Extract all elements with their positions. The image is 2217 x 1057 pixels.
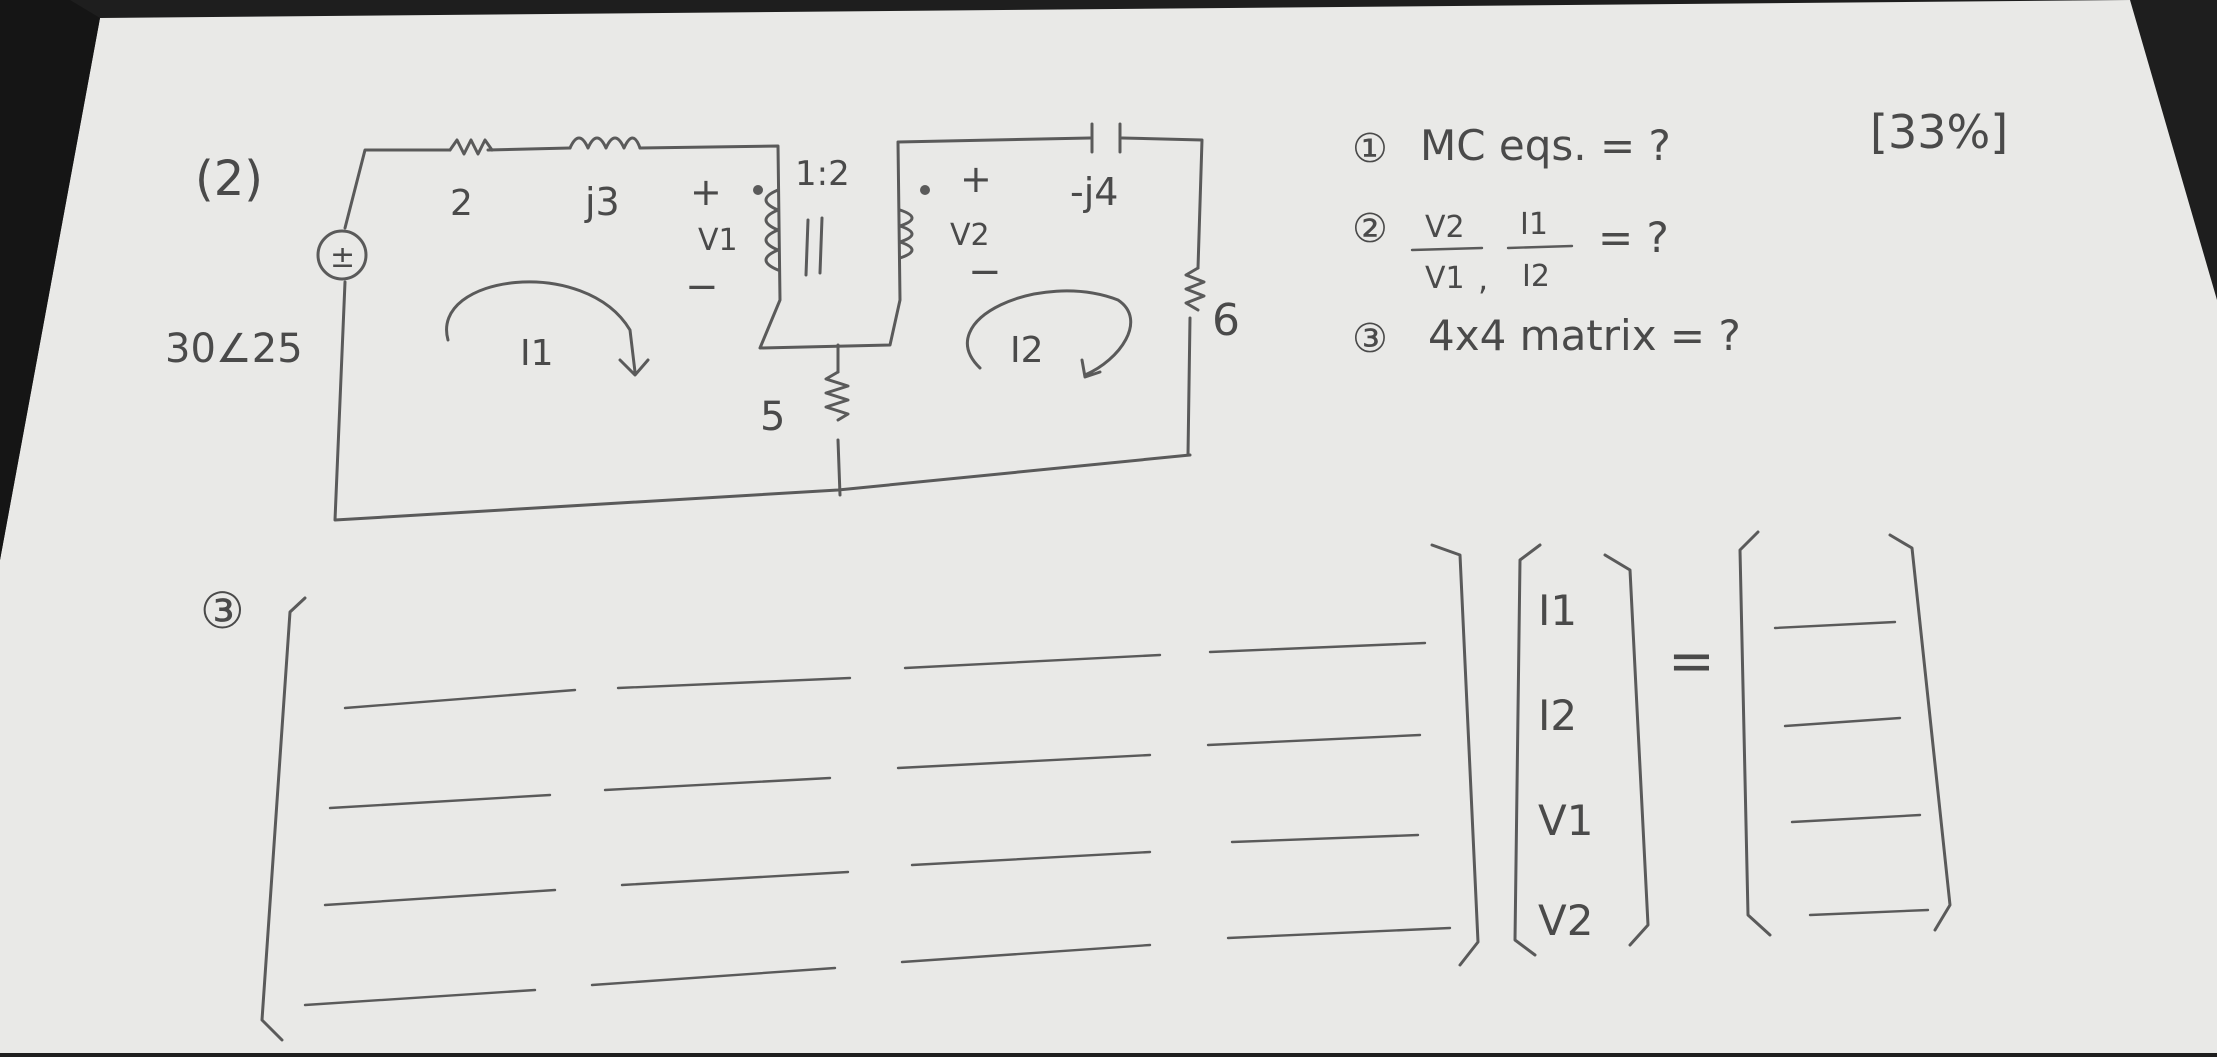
- loop-current-1-label: I1: [520, 333, 554, 374]
- resistor-5-label: 5: [760, 394, 785, 440]
- paper-shadow: [0, 0, 100, 560]
- problem-number: (2): [195, 151, 263, 207]
- matrix-cell-r4c4: [1226, 926, 1452, 940]
- ratio-separator: ,: [1478, 260, 1488, 298]
- problem-weight: [33%]: [1870, 105, 2008, 159]
- voltage-source-sign: ±: [330, 240, 355, 275]
- result-bracket-left: [1738, 530, 1772, 937]
- v2-label: V2: [950, 218, 990, 253]
- v1-plus: +: [690, 170, 722, 214]
- question-1-mark: ①: [1352, 126, 1388, 172]
- ratio-v-bar: [1410, 246, 1484, 252]
- wire-left-bottom: [333, 280, 1192, 522]
- unknown-v1: V1: [1538, 796, 1593, 845]
- coefficient-bracket-left: [260, 596, 307, 1042]
- matrix-part-label: ③: [200, 582, 245, 640]
- matrix-cell-r2c1: [328, 793, 552, 810]
- ratio-i-bar: [1506, 244, 1574, 250]
- matrix-cell-r2c2: [603, 776, 832, 792]
- matrix-cell-r3c2: [620, 870, 850, 887]
- unknown-v2: V2: [1538, 896, 1593, 945]
- circuit-diagram: ± 30∠25 2 j3 1:2 + V1 − + V2 − -j4 6 5: [165, 122, 1240, 522]
- wire-top-a: [486, 146, 572, 152]
- v2-minus: −: [968, 249, 1002, 295]
- result-bracket-right: [1888, 533, 1952, 932]
- matrix-cell-r4c1: [303, 988, 537, 1007]
- unknowns-bracket-left: [1513, 543, 1542, 957]
- matrix-section: ③ I1 I2 V1 V2 =: [200, 530, 1952, 1042]
- equals-sign: =: [1668, 629, 1715, 694]
- wire-center-bottom: [836, 438, 842, 497]
- matrix-cell-r1c2: [616, 676, 852, 690]
- ratio-v-denominator: V1: [1425, 261, 1465, 296]
- loop-current-1-arrow: [445, 280, 650, 377]
- resistor-6-symbol: [1184, 266, 1206, 312]
- v1-minus: −: [685, 264, 719, 310]
- matrix-cell-r3c1: [323, 888, 557, 907]
- unknowns-bracket-right: [1603, 553, 1650, 947]
- ratio-i-denominator: I2: [1522, 259, 1550, 294]
- wire-left-top: [343, 148, 452, 230]
- matrix-cell-r3c3: [910, 850, 1152, 867]
- matrix-cell-r2c4: [1206, 733, 1422, 747]
- matrix-cell-r4c3: [900, 943, 1152, 964]
- loop-current-2-label: I2: [1010, 330, 1044, 371]
- result-cell-4: [1808, 908, 1930, 917]
- unknown-i2: I2: [1538, 691, 1577, 740]
- matrix-cell-r1c3: [903, 653, 1162, 670]
- matrix-cell-r1c4: [1208, 641, 1427, 654]
- transformer-ratio: 1:2: [795, 154, 850, 194]
- resistor-2-symbol: [448, 138, 494, 156]
- matrix-cell-r2c3: [896, 753, 1152, 770]
- ratio-v-numerator: V2: [1425, 210, 1465, 245]
- ratio-i-numerator: I1: [1520, 207, 1548, 242]
- wire-right-lower: [1186, 316, 1192, 457]
- question-1-text: MC eqs. = ?: [1420, 121, 1671, 170]
- v2-plus: +: [960, 157, 992, 201]
- transformer-secondary-coil: [898, 208, 914, 260]
- result-cell-1: [1773, 620, 1897, 630]
- result-cell-2: [1783, 716, 1902, 728]
- matrix-cell-r4c2: [590, 966, 837, 987]
- resistor-2-label: 2: [450, 183, 473, 224]
- question-2-mark: ②: [1352, 206, 1388, 252]
- loop-current-2-arrow: [965, 289, 1133, 379]
- primary-dot: [753, 185, 763, 195]
- wire-top-right: [1120, 136, 1204, 270]
- voltage-source-value: 30∠25: [165, 326, 303, 372]
- matrix-cell-r3c4: [1230, 833, 1420, 844]
- question-3-mark: ③: [1352, 316, 1388, 362]
- transformer-core-line-2: [818, 216, 824, 275]
- transformer-core-line-1: [804, 218, 810, 277]
- matrix-cell-r1c1: [343, 688, 577, 710]
- v1-label: V1: [698, 223, 738, 258]
- voltage-source-symbol: [316, 229, 368, 281]
- question-2-text: = ?: [1598, 213, 1669, 262]
- transformer-primary-coil: [764, 188, 780, 272]
- resistor-6-label: 6: [1212, 295, 1240, 346]
- coefficient-bracket-right: [1430, 543, 1480, 967]
- resistor-5-symbol: [824, 370, 850, 422]
- inductor-j3-symbol: [568, 136, 642, 150]
- wire-top-b: [638, 136, 1092, 350]
- inductor-j3-label: j3: [584, 180, 620, 224]
- capacitor-label: -j4: [1070, 170, 1118, 214]
- secondary-dot: [920, 185, 930, 195]
- result-cell-3: [1790, 813, 1922, 824]
- question-3-text: 4x4 matrix = ?: [1428, 311, 1741, 360]
- unknown-i1: I1: [1538, 586, 1577, 635]
